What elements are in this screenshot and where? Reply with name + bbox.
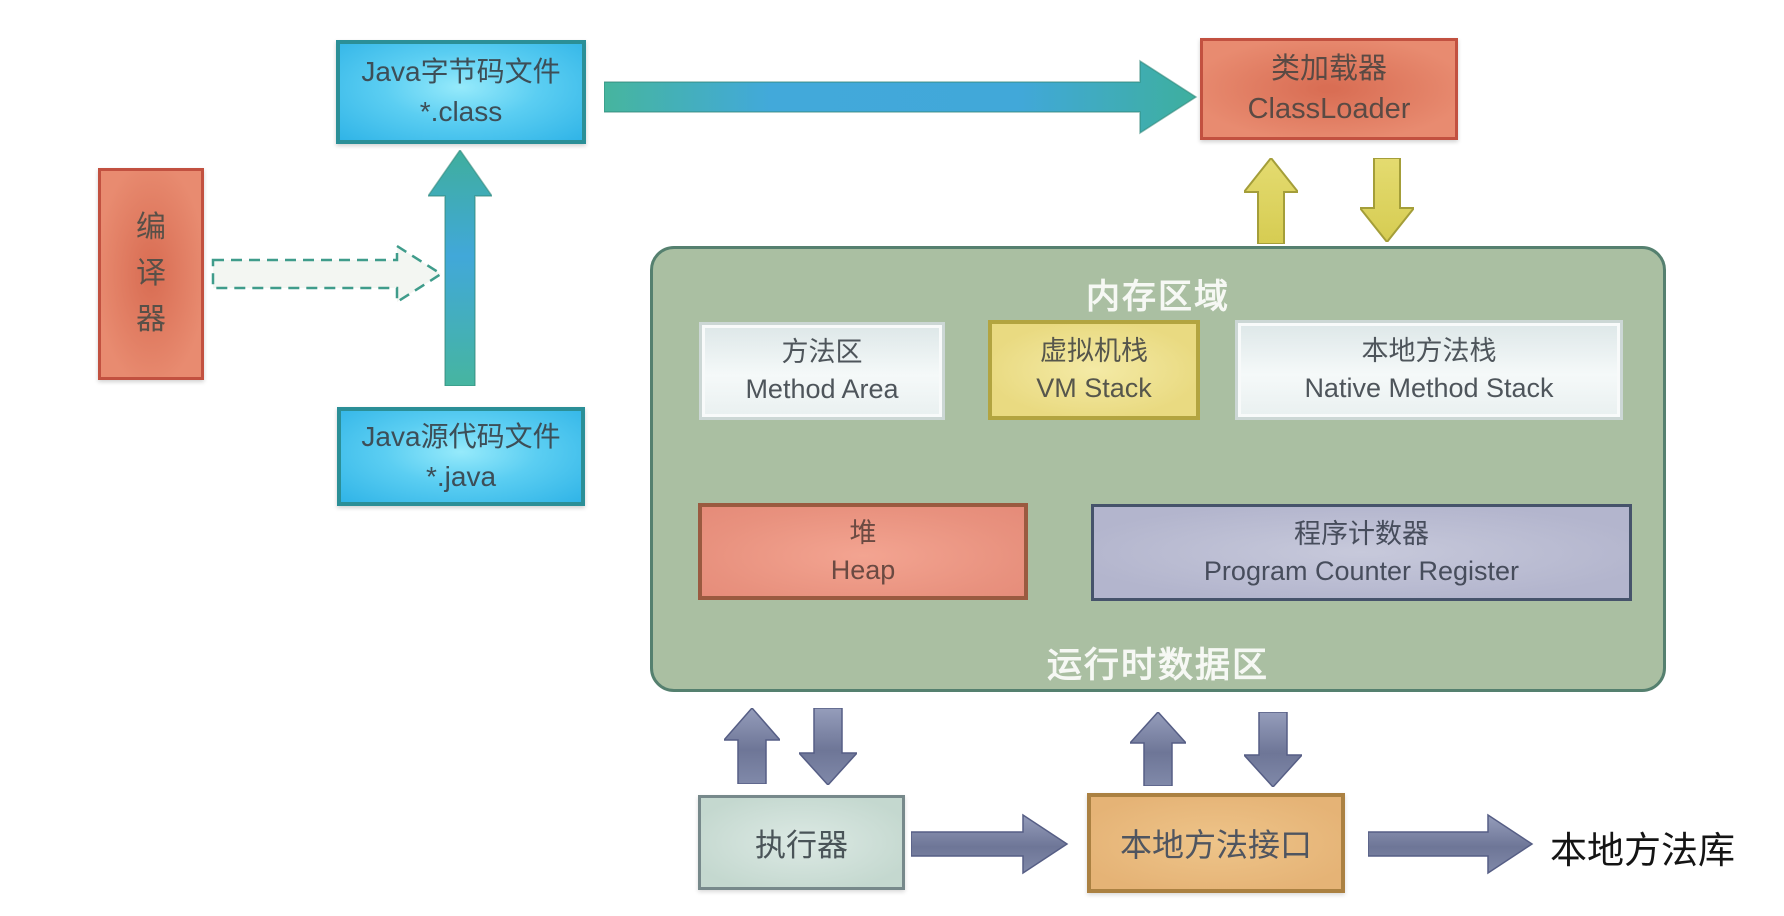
heap-label-en: Heap <box>830 554 896 585</box>
method-area-label-en: Method Area <box>745 374 899 404</box>
vm-stack-box: 虚拟机栈 VM Stack <box>988 320 1200 420</box>
vm-stack-label-en: VM Stack <box>1036 373 1152 403</box>
native-method-stack-label-zh: 本地方法栈 <box>1361 336 1497 366</box>
source-file-label-zh: Java源代码文件 <box>361 420 561 452</box>
compiler-box: 编 译 器 <box>98 168 204 380</box>
runtime-to-executor-down-arrow <box>799 708 857 785</box>
source-file-box: Java源代码文件 *.java <box>337 407 585 506</box>
native-method-stack-label-en: Native Method Stack <box>1304 373 1554 403</box>
pc-register-label-zh: 程序计数器 <box>1294 518 1429 549</box>
native-interface-label: 本地方法接口 <box>1119 827 1312 863</box>
native-interface-to-runtime-up-arrow <box>1130 712 1186 786</box>
bytecode-file-box: Java字节码文件 *.class <box>336 40 586 144</box>
memory-area-title: 内存区域 <box>1086 278 1230 316</box>
heap-label-zh: 堆 <box>849 517 877 548</box>
source-to-bytecode-arrow <box>428 150 492 386</box>
pc-register-label-en: Program Counter Register <box>1203 555 1520 586</box>
bytecode-to-classloader-arrow <box>604 55 1198 139</box>
pc-register-box: 程序计数器 Program Counter Register <box>1091 504 1632 601</box>
classloader-to-memory-down-arrow <box>1360 158 1414 242</box>
vm-stack-label-zh: 虚拟机栈 <box>1040 336 1148 366</box>
heap-box: 堆 Heap <box>698 503 1028 600</box>
runtime-to-native-interface-down-arrow <box>1244 712 1302 787</box>
executor-to-native-interface-arrow <box>911 813 1069 875</box>
classloader-box: 类加载器 ClassLoader <box>1200 38 1458 140</box>
executor-to-runtime-up-arrow <box>724 708 780 784</box>
method-area-box: 方法区 Method Area <box>699 322 945 420</box>
bytecode-file-label-zh: Java字节码文件 <box>361 56 561 87</box>
executor-label: 执行器 <box>755 828 848 863</box>
native-method-stack-box: 本地方法栈 Native Method Stack <box>1235 320 1623 420</box>
method-area-label-zh: 方法区 <box>781 337 863 367</box>
runtime-data-area-title: 运行时数据区 <box>1046 646 1269 685</box>
compiler-dashed-arrow <box>211 243 445 305</box>
executor-box: 执行器 <box>698 795 905 890</box>
native-library-label: 本地方法库 <box>1550 830 1735 871</box>
classloader-label-en: ClassLoader <box>1247 93 1411 125</box>
source-file-label-en: *.java <box>425 460 497 492</box>
bytecode-file-label-en: *.class <box>419 96 503 127</box>
classloader-label-zh: 类加载器 <box>1270 53 1387 85</box>
native-interface-box: 本地方法接口 <box>1087 793 1345 893</box>
memory-to-classloader-up-arrow <box>1244 158 1298 244</box>
compiler-label: 编 译 器 <box>136 211 166 336</box>
memory-area-panel: 内存区域 运行时数据区 <box>650 246 1666 692</box>
native-interface-to-native-library-arrow <box>1368 813 1534 875</box>
